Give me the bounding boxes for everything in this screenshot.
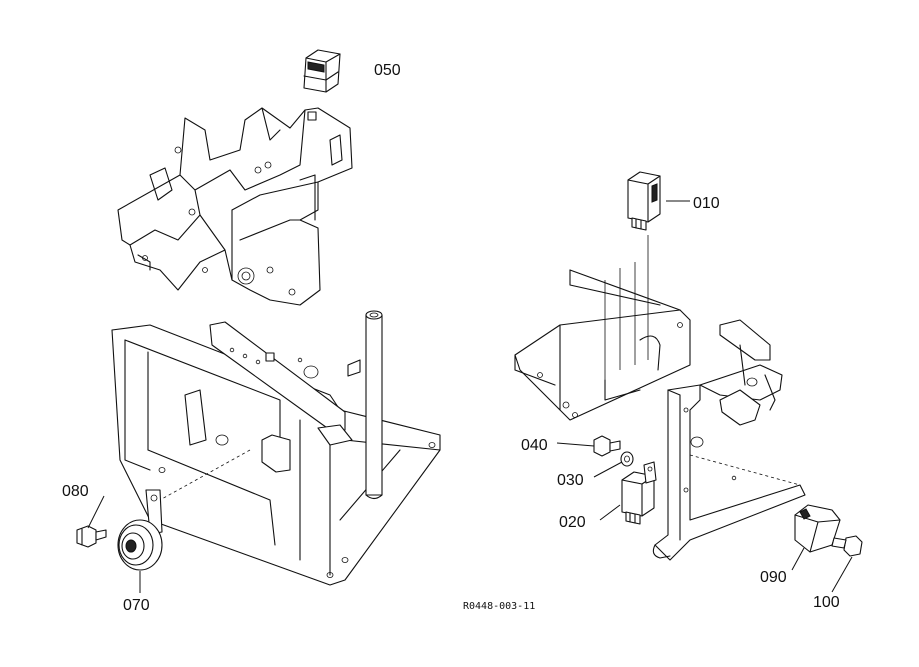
leader-lines [87,200,853,593]
label-030: 030 [557,472,584,489]
label-020: 020 [559,514,586,531]
part-050-relay [303,49,341,93]
part-010-relay [627,171,661,231]
part-070-horn [117,489,163,571]
part-100-bolt [831,535,863,557]
label-090: 090 [760,569,787,586]
label-050: 050 [374,62,401,79]
label-010: 010 [693,195,720,212]
part-040-screw [593,435,621,457]
part-labels: 010 020 030 040 050 070 080 090 100 R044… [62,62,840,614]
label-070: 070 [123,597,150,614]
right-l-bracket [652,319,806,561]
label-080: 080 [62,483,89,500]
part-020-relay [621,461,657,525]
label-040: 040 [521,437,548,454]
part-030-washer [620,451,634,467]
part-080-bolt [76,525,107,548]
part-090-switch [794,504,841,553]
right-frame-section [514,235,691,421]
lower-base-plate [111,310,441,586]
upper-frame-bracket [117,107,353,306]
label-100: 100 [813,594,840,611]
drawing-reference: R0448-003-11 [463,601,535,612]
